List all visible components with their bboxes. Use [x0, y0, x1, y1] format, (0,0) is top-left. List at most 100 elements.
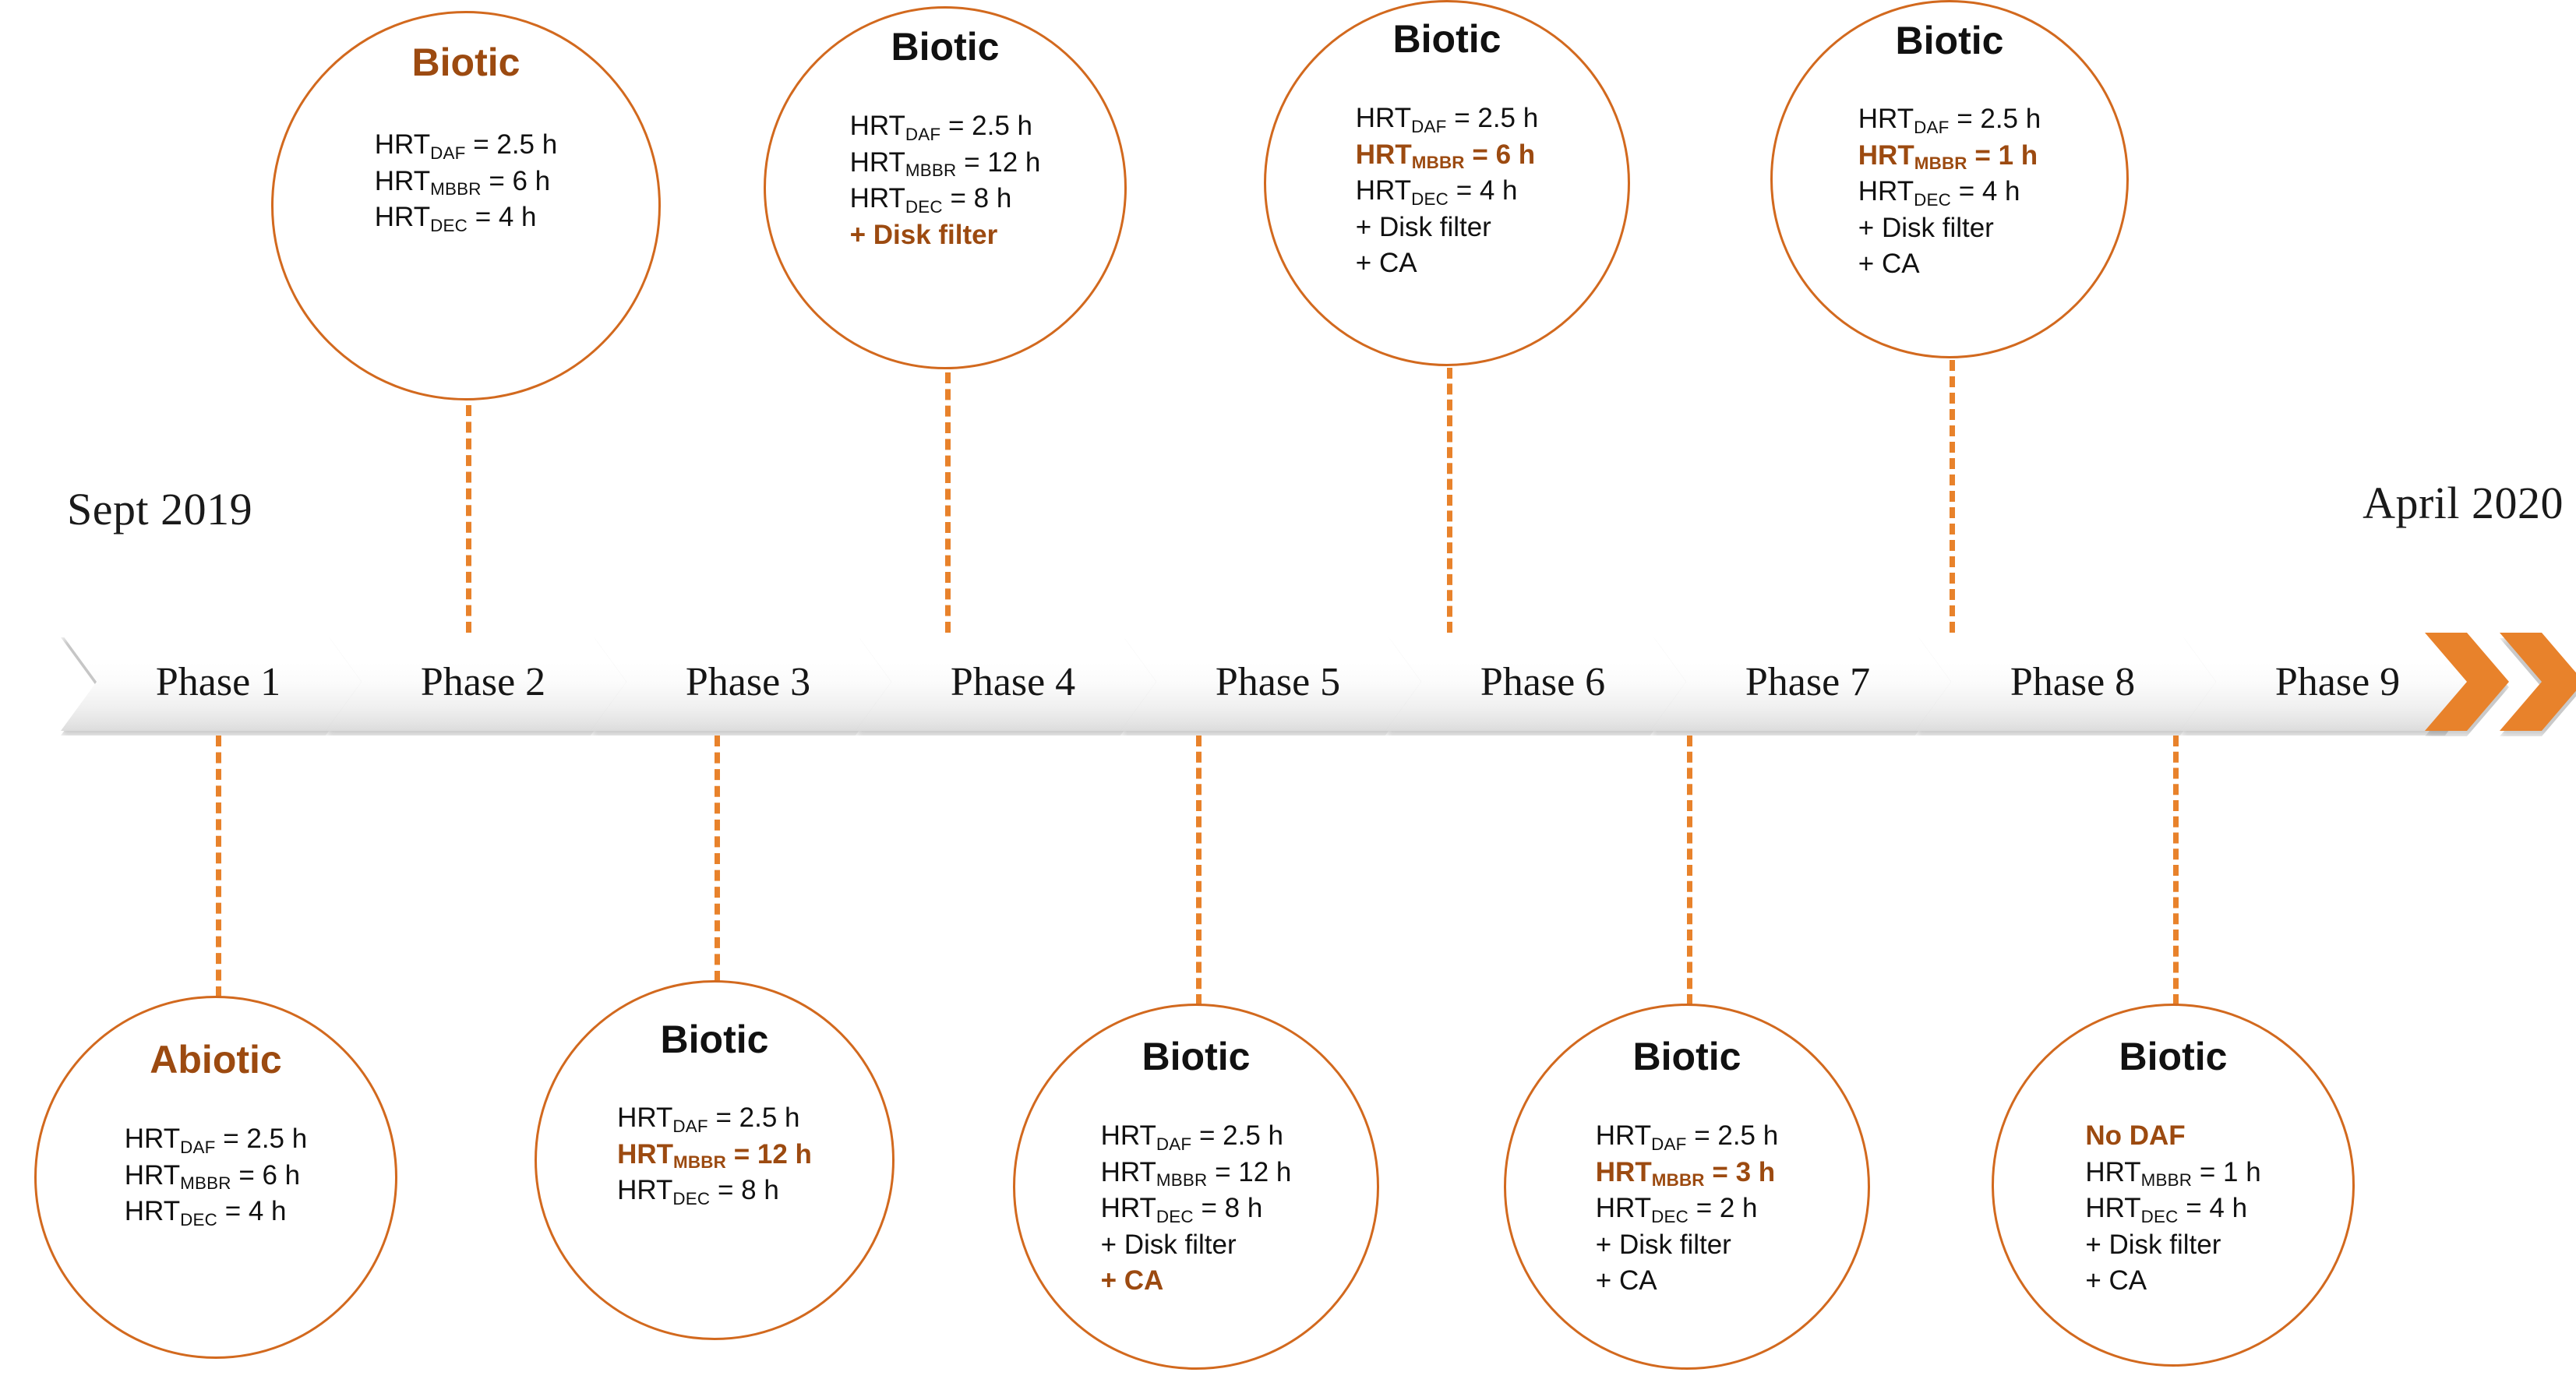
bubble-title: Biotic: [1632, 1035, 1741, 1078]
bubble-parameter-line: HRTDAF = 2.5 h: [1858, 104, 2041, 137]
phase-chevron-4[interactable]: Phase 4: [856, 633, 1156, 731]
bubble-parameter-line: HRTMBBR = 12 h: [849, 146, 1041, 181]
bubble-parameter-line: HRTDEC = 8 h: [617, 1175, 779, 1208]
bubble-parameter-line: HRTDEC = 4 h: [374, 202, 537, 235]
parameter-subscript: DEC: [905, 196, 943, 217]
parameter-subscript: DAF: [1651, 1134, 1687, 1154]
bubble-parameter-line: HRTMBBR = 1 h: [1858, 139, 2038, 174]
parameter-subscript: DAF: [1411, 116, 1447, 136]
bubble-parameter-line: + CA: [2085, 1265, 2147, 1297]
connector-phase2: [466, 405, 471, 633]
parameter-subscript: DEC: [1156, 1206, 1194, 1226]
parameter-subscript: DEC: [1651, 1206, 1689, 1226]
bubble-parameter-line: + Disk filter: [1100, 1229, 1237, 1260]
bubble-parameter-line: HRTDAF = 2.5 h: [1100, 1120, 1284, 1154]
bubble-parameter-line: HRTDEC = 4 h: [1355, 175, 1518, 209]
bubble-parameter-line: HRTDEC = 2 h: [1595, 1193, 1758, 1226]
bubble-parameter-line: HRTDEC = 8 h: [849, 183, 1012, 217]
phase-chevron-1[interactable]: Phase 1: [61, 633, 362, 731]
bubble-title: Biotic: [660, 1018, 769, 1061]
bubble-parameter-line: HRTDEC = 4 h: [1858, 176, 2020, 210]
bubble-parameter-line: No DAF: [2085, 1120, 2186, 1151]
phase-chevron-label: Phase 1: [155, 659, 281, 704]
bubble-parameter-line: HRTMBBR = 12 h: [617, 1138, 812, 1173]
connector-phase6: [1447, 368, 1452, 633]
phase-chevron-label: Phase 4: [950, 659, 1076, 704]
parameter-subscript: DEC: [180, 1209, 217, 1229]
phase-chevron-5[interactable]: Phase 5: [1120, 633, 1421, 731]
connector-phase5: [1196, 736, 1202, 1005]
connector-phase9: [2173, 736, 2179, 1005]
parameter-subscript: MBBR: [1914, 153, 1967, 174]
bubble-parameter-line: HRTMBBR = 6 h: [374, 165, 551, 199]
parameter-subscript: MBBR: [2140, 1170, 2193, 1191]
phase-chevron-label: Phase 3: [685, 659, 811, 704]
bubble-parameter-line: HRTDAF = 2.5 h: [374, 129, 558, 163]
parameter-subscript: MBBR: [180, 1173, 231, 1194]
parameter-subscript: DEC: [1411, 189, 1449, 209]
parameter-subscript: DAF: [905, 124, 941, 144]
parameter-subscript: DEC: [1914, 189, 1951, 210]
phase-chevron-3[interactable]: Phase 3: [591, 633, 891, 731]
bubble-parameter-line: + CA: [1858, 249, 1920, 280]
bubble-parameter-line: HRTMBBR = 12 h: [1100, 1156, 1292, 1191]
bubble-parameter-line: HRTDAF = 2.5 h: [1355, 103, 1539, 136]
connector-phase8: [1950, 360, 1955, 633]
bubble-title: Biotic: [1392, 17, 1501, 61]
phase-chevron-label: Phase 9: [2274, 659, 2401, 704]
phase-chevron-2[interactable]: Phase 2: [326, 633, 626, 731]
bubble-parameter-line: HRTDEC = 4 h: [2085, 1193, 2248, 1226]
parameter-subscript: MBBR: [1411, 153, 1465, 173]
bubble-parameter-line: HRTMBBR = 6 h: [124, 1159, 301, 1194]
phase-chevron-label: Phase 5: [1215, 659, 1341, 704]
bubble-title: Biotic: [1142, 1035, 1251, 1078]
bubble-parameter-line: + CA: [1595, 1265, 1657, 1297]
bubble-parameter-line: + Disk filter: [849, 219, 998, 250]
bubble-parameter-line: + CA: [1355, 248, 1417, 279]
bubble-title: Abiotic: [150, 1038, 282, 1081]
bubble-parameter-line: HRTDEC = 4 h: [124, 1196, 287, 1229]
phase-chevron-6[interactable]: Phase 6: [1385, 633, 1686, 731]
bubble-title: Biotic: [891, 25, 1000, 69]
phase-chevron-8[interactable]: Phase 8: [1915, 633, 2216, 731]
phase-chevron-label: Phase 8: [2010, 659, 2136, 704]
phase-chevron-label: Phase 6: [1480, 659, 1606, 704]
parameter-subscript: DAF: [1156, 1134, 1192, 1154]
phase-chevron-9[interactable]: Phase 9: [2180, 633, 2481, 731]
phase-chevron-label: Phase 7: [1745, 659, 1871, 704]
timeline-end-date: April 2020: [2363, 478, 2564, 528]
connector-phase1: [216, 736, 221, 997]
connector-phase3: [715, 736, 720, 982]
connector-phase7: [1687, 736, 1692, 1005]
phase-chevron-7[interactable]: Phase 7: [1650, 633, 1951, 731]
bubble-parameter-line: HRTDAF = 2.5 h: [124, 1124, 308, 1157]
bubble-title: Biotic: [1895, 19, 2004, 62]
parameter-subscript: MBBR: [1651, 1170, 1705, 1191]
parameter-subscript: DAF: [1914, 117, 1950, 137]
parameter-subscript: DEC: [672, 1188, 711, 1208]
parameter-subscript: DAF: [672, 1116, 708, 1136]
parameter-subscript: DEC: [430, 215, 468, 235]
parameter-subscript: MBBR: [673, 1152, 726, 1173]
bubble-title: Biotic: [2119, 1035, 2228, 1078]
parameter-subscript: MBBR: [430, 179, 482, 199]
bubble-parameter-line: + Disk filter: [2085, 1229, 2221, 1260]
bubble-parameter-line: HRTDAF = 2.5 h: [617, 1102, 800, 1136]
parameter-subscript: MBBR: [905, 161, 957, 181]
bubble-parameter-line: HRTMBBR = 1 h: [2085, 1156, 2261, 1191]
